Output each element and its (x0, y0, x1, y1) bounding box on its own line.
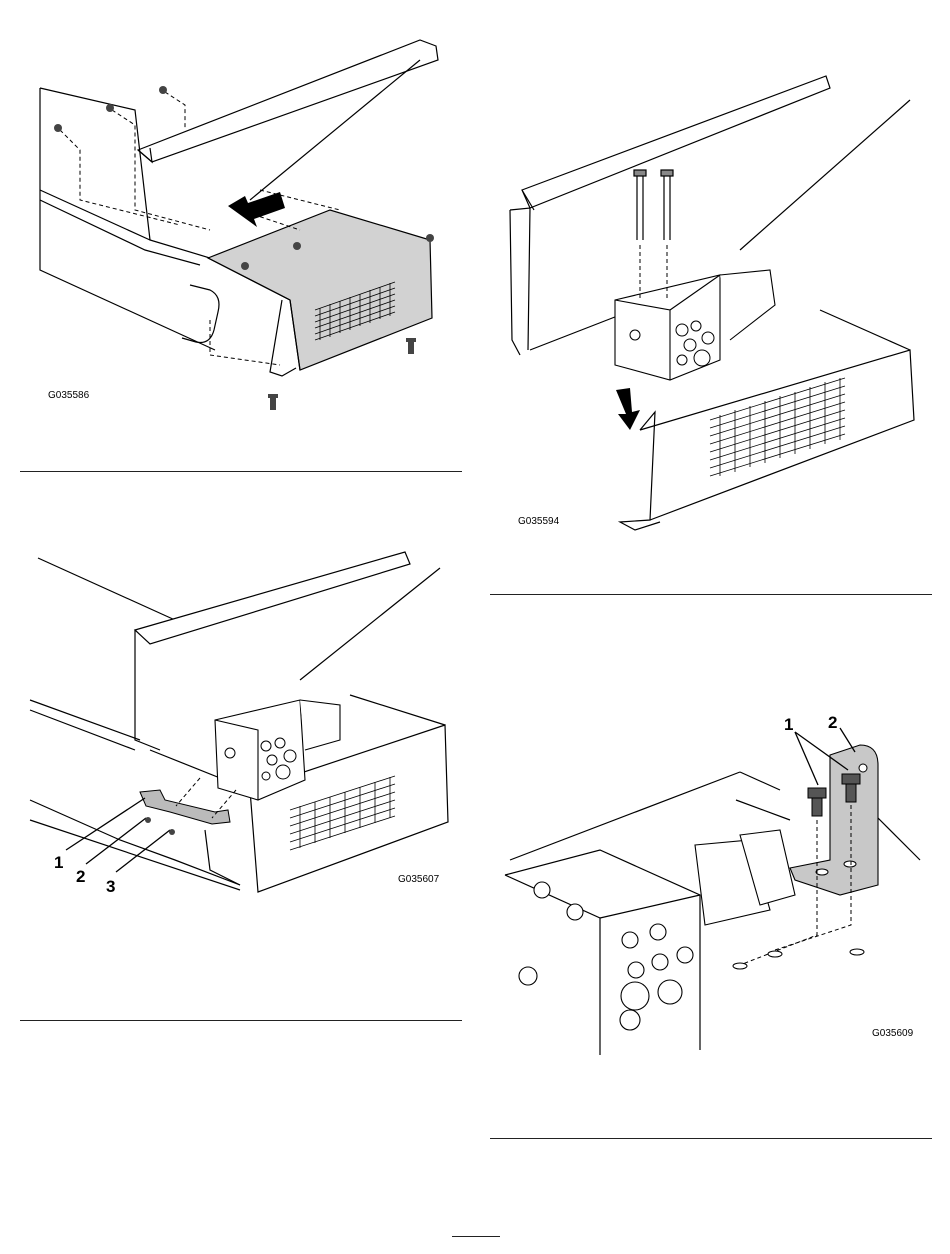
figure-2: G035594 (490, 60, 950, 560)
figure-3-code: G035607 (398, 874, 440, 885)
figure-3-illustration: 1 2 3 G035607 (0, 540, 470, 910)
figure-4-code: G035609 (872, 1028, 914, 1039)
figure-4-callout-2: 2 (828, 713, 837, 732)
divider-right-1 (490, 594, 932, 595)
divider-right-2 (490, 1138, 932, 1139)
figure-4-callout-1: 1 (784, 715, 793, 734)
page-footer-rule (452, 1236, 500, 1237)
figure-4: 1 2 G035609 (490, 700, 950, 1070)
figure-1-code: G035586 (48, 390, 90, 401)
figure-2-illustration: G035594 (490, 60, 950, 560)
divider-left-1 (20, 471, 462, 472)
figure-1-illustration: G035586 (0, 0, 470, 470)
figure-3-callout-1: 1 (54, 853, 63, 872)
figure-1: G035586 (0, 0, 470, 470)
divider-left-2 (20, 1020, 462, 1021)
figure-4-illustration: 1 2 G035609 (490, 700, 950, 1070)
figure-3: 1 2 3 G035607 (0, 540, 470, 910)
figure-2-code: G035594 (518, 516, 560, 527)
figure-3-callout-3: 3 (106, 877, 115, 896)
figure-3-callout-2: 2 (76, 867, 85, 886)
